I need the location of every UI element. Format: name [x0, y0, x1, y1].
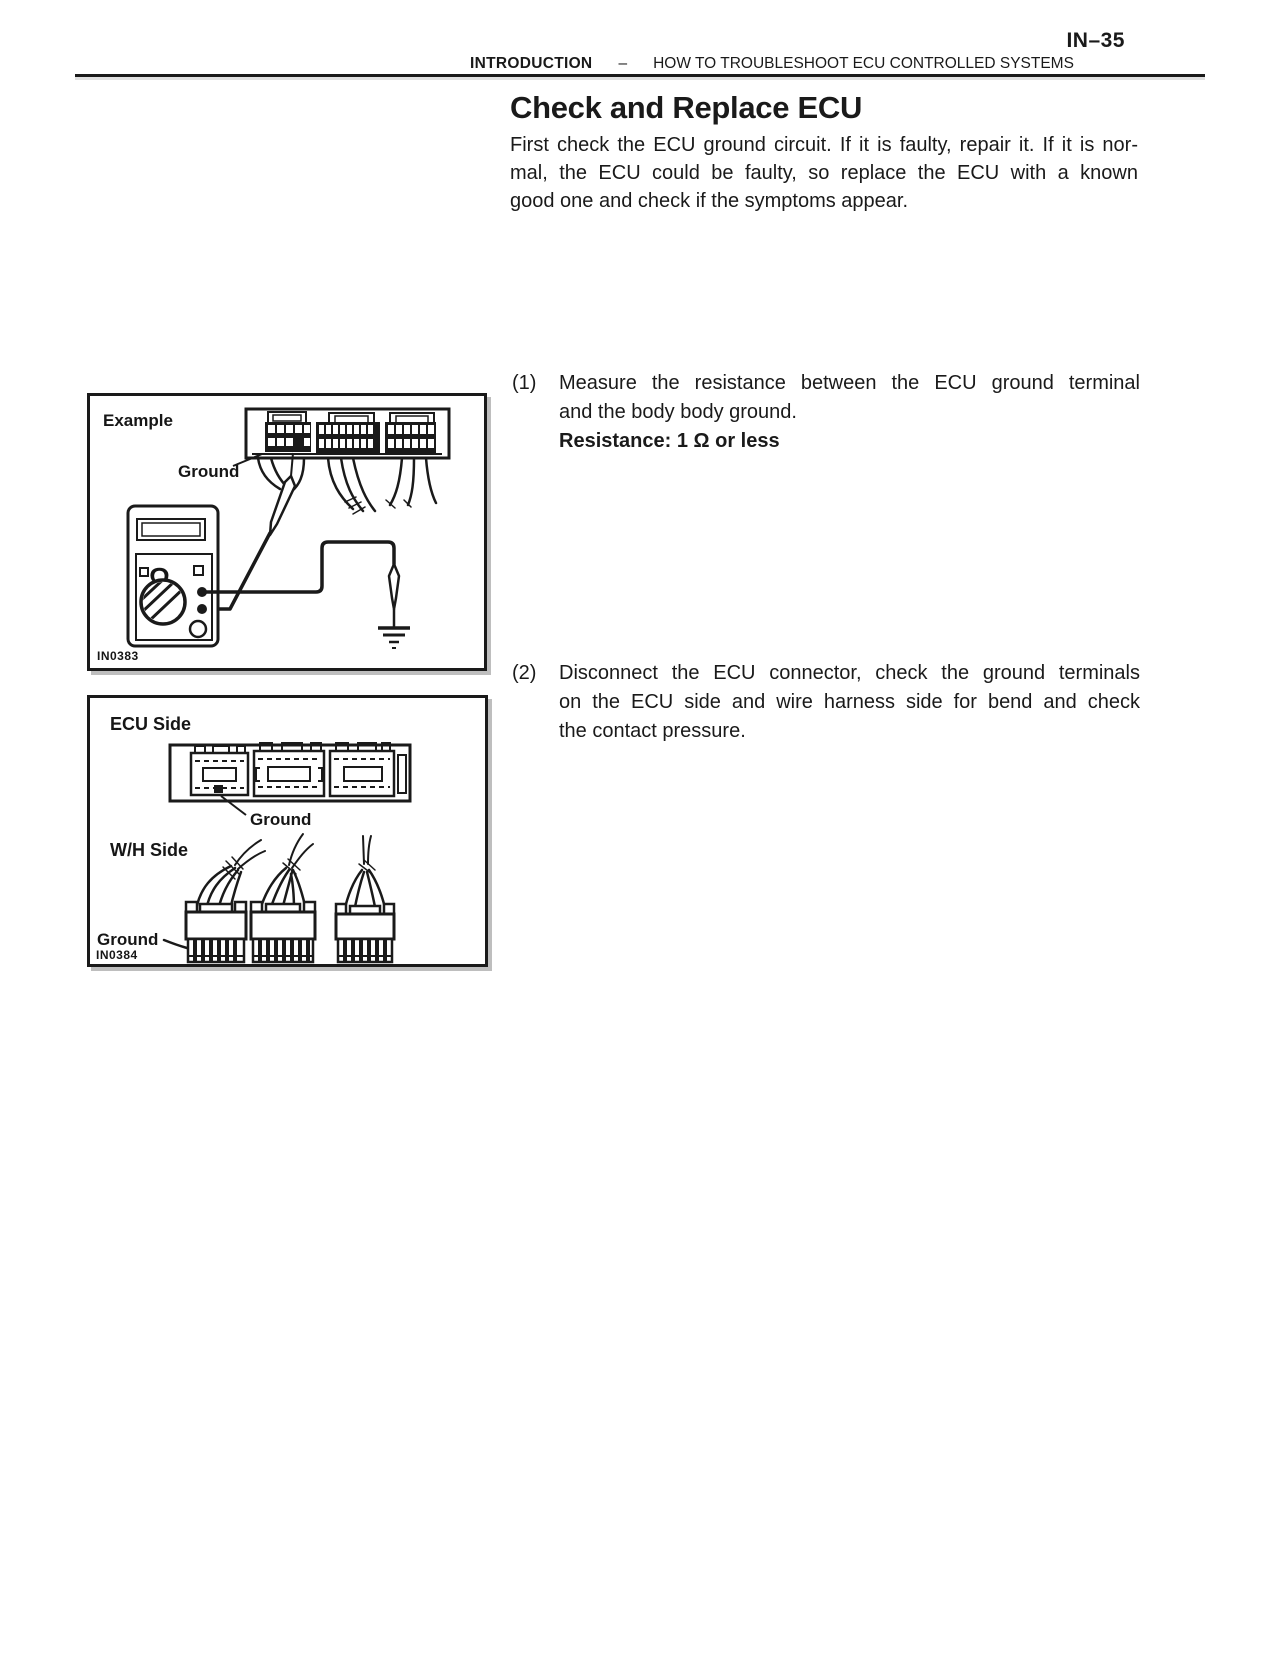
wh-connector-1 [184, 839, 266, 964]
step-line: the contact pressure. [559, 720, 746, 742]
intro-line: mal, the ECU could be faulty, so replace… [510, 162, 1138, 184]
section-title: INTRODUCTION [470, 55, 593, 72]
figure2-wh-side-label: W/H Side [110, 840, 188, 860]
figure2-ground-top-label: Ground [250, 810, 311, 829]
figure1-example-label: Example [103, 411, 173, 430]
ecu-side-connector-illustration [168, 742, 412, 803]
page-number: IN–35 [1066, 29, 1125, 52]
intro-line: First check the ECU ground circuit. If i… [510, 134, 1138, 156]
resistance-spec: Resistance: 1 Ω or less [559, 430, 780, 452]
multimeter-illustration: Ω [126, 504, 220, 648]
figure1-ground-label: Ground [178, 462, 239, 481]
test-probe-to-pin [200, 452, 297, 611]
ground-lead-and-symbol [200, 540, 410, 649]
figure-connector-check: ECU Side [87, 695, 488, 967]
header-rule [75, 74, 1205, 77]
wh-connector-3 [334, 835, 396, 964]
step-number: (2) [512, 662, 537, 684]
intro-line: good one and check if the symptoms appea… [510, 190, 909, 212]
step-1: (1) Measure the resistance between the E… [512, 369, 1140, 456]
figure-resistance-measurement: Example [87, 393, 487, 671]
step-number: (1) [512, 372, 537, 394]
figure1-code: IN0383 [97, 649, 139, 663]
wh-connector-2 [249, 833, 317, 964]
step-2: (2) Disconnect the ECU connector, check … [512, 659, 1140, 746]
intro-paragraph: First check the ECU ground circuit. If i… [510, 131, 1138, 215]
figure2-ecu-side-label: ECU Side [110, 714, 191, 734]
running-header: INTRODUCTION – HOW TO TROUBLESHOOT ECU C… [470, 55, 1074, 73]
header-separator: – [618, 55, 628, 72]
figure2-ground-bottom-label: Ground [97, 930, 158, 949]
figure2-code: IN0384 [96, 948, 138, 962]
page-title: Check and Replace ECU [510, 90, 863, 125]
chapter-title: HOW TO TROUBLESHOOT ECU CONTROLLED SYSTE… [653, 55, 1074, 72]
step-line: and the body body ground. [559, 401, 797, 423]
step-line: on the ECU side and wire harness side fo… [559, 691, 1140, 713]
step-line: Disconnect the ECU connector, check the … [559, 662, 1140, 684]
step-line: Measure the resistance between the ECU g… [559, 372, 1140, 394]
ecu-connector-illustration [244, 407, 451, 460]
